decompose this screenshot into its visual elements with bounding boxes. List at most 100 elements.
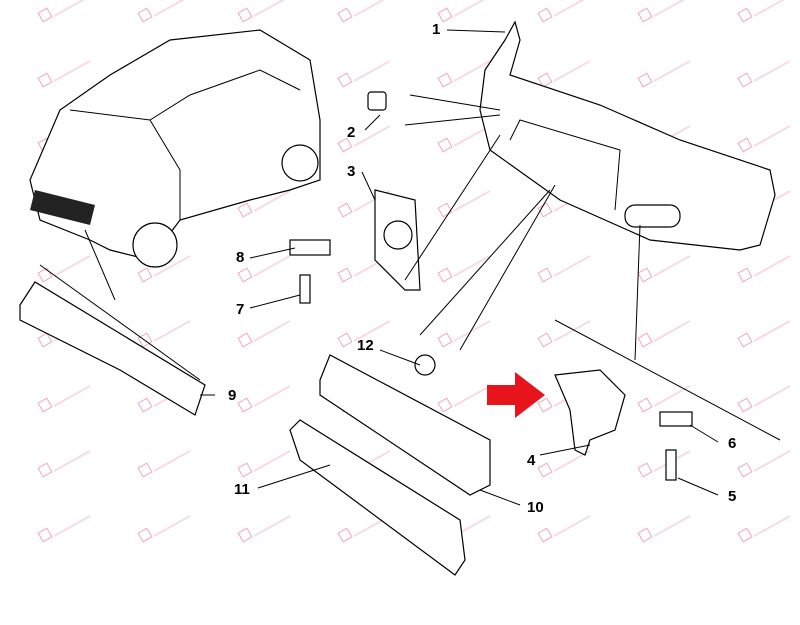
watermark-logo (337, 137, 353, 153)
watermark-text-mark (753, 60, 791, 82)
watermark-logo (137, 332, 153, 348)
watermark-logo (737, 137, 753, 153)
watermark-logo (237, 267, 253, 283)
watermark-logo (537, 202, 553, 218)
callout-11: 11 (234, 481, 250, 498)
watermark-text-mark (253, 320, 291, 342)
watermark-logo (437, 7, 453, 23)
part-2-clip (367, 91, 387, 111)
watermark-logo (737, 332, 753, 348)
watermark-logo (437, 397, 453, 413)
watermark-logo (637, 527, 653, 543)
watermark-text-mark (53, 255, 91, 277)
watermark-logo (437, 202, 453, 218)
watermark-text-mark (453, 125, 491, 147)
watermark-logo (637, 332, 653, 348)
watermark-text-mark (253, 255, 291, 277)
watermark-logo (637, 397, 653, 413)
callout-labels: 1 2 3 4 5 6 7 8 9 10 11 12 (228, 21, 736, 516)
watermark-text-mark (753, 0, 785, 17)
watermark-text-mark (553, 60, 591, 82)
watermark-logo (637, 7, 653, 23)
part-12-clip (414, 354, 436, 376)
watermark-text-mark (453, 0, 485, 17)
watermark-text-mark (453, 190, 491, 212)
watermark-text-mark (553, 0, 585, 17)
watermark-text-mark (753, 450, 791, 472)
watermark-logo (337, 202, 353, 218)
callout-5: 5 (728, 488, 736, 505)
watermark-text-mark (453, 320, 491, 342)
watermark-text-mark (553, 255, 591, 277)
watermark-logo (337, 527, 353, 543)
watermark-text-mark (753, 385, 791, 407)
part-5-bolt (665, 449, 677, 481)
watermark-logo (537, 7, 553, 23)
part-4-fog-bracket (554, 369, 626, 456)
watermark-logo (637, 267, 653, 283)
watermark-logo (637, 72, 653, 88)
watermark-logo (537, 72, 553, 88)
watermark-logo (37, 397, 53, 413)
watermark-logo (737, 397, 753, 413)
watermark-logo (237, 7, 253, 23)
watermark-text-mark (353, 125, 391, 147)
watermark-text-mark (153, 255, 191, 277)
watermark-text-mark (753, 320, 791, 342)
watermark-logo (537, 397, 553, 413)
watermark-logo (37, 72, 53, 88)
watermark-text-mark (653, 320, 691, 342)
watermark-text-mark (153, 0, 185, 17)
callout-3: 3 (347, 163, 355, 180)
part-6-clip (659, 411, 693, 427)
watermark-logo (237, 332, 253, 348)
callout-9: 9 (228, 387, 236, 404)
watermark-text-mark (253, 190, 291, 212)
watermark-text-mark (353, 320, 391, 342)
watermark-logo (37, 332, 53, 348)
watermark-text-mark (653, 255, 691, 277)
watermark-text-mark (153, 320, 191, 342)
watermark-logo (237, 462, 253, 478)
watermark-logo (137, 397, 153, 413)
part-7-bolt (299, 274, 311, 304)
callout-7: 7 (236, 301, 244, 318)
watermark-logo (737, 7, 753, 23)
watermark-text-mark (153, 450, 191, 472)
watermark-text-mark (753, 125, 791, 147)
watermark-text-mark (653, 0, 685, 17)
watermark-text-mark (453, 60, 491, 82)
watermark-logo (237, 397, 253, 413)
watermark-logo (37, 7, 53, 23)
callout-2: 2 (347, 124, 355, 141)
watermark-logo (537, 527, 553, 543)
watermark-logo (437, 137, 453, 153)
watermark-logo (537, 332, 553, 348)
watermark-logo (37, 267, 53, 283)
watermark-logo (737, 72, 753, 88)
watermark-logo (337, 72, 353, 88)
watermark-logo (437, 72, 453, 88)
watermark-logo (337, 332, 353, 348)
watermark-text-mark (553, 515, 591, 537)
watermark-text-mark (653, 515, 691, 537)
part-8-clip (289, 239, 331, 256)
watermark-logo (137, 7, 153, 23)
callout-4: 4 (527, 452, 536, 469)
callout-1: 1 (432, 21, 440, 38)
watermark-logo (337, 7, 353, 23)
watermark-logo (137, 462, 153, 478)
watermark-logo (37, 527, 53, 543)
watermark-text-mark (353, 60, 391, 82)
callout-6: 6 (728, 435, 736, 452)
watermark-logo (637, 462, 653, 478)
watermark-logo (237, 527, 253, 543)
leader-lines (39, 29, 781, 506)
watermark-logo (737, 462, 753, 478)
watermark-logo (337, 267, 353, 283)
watermark-text-mark (253, 385, 291, 407)
watermark-text-mark (253, 515, 291, 537)
car-illustration (29, 29, 321, 268)
watermark-text-mark (453, 255, 491, 277)
